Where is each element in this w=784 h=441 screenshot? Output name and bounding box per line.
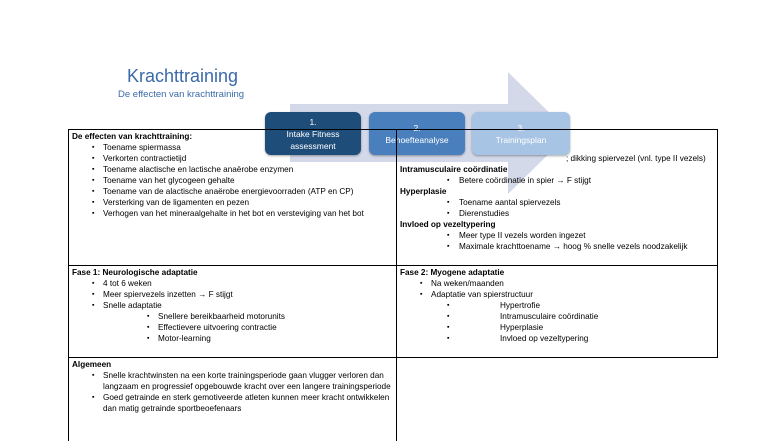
page-subtitle: De effecten van krachttraining bbox=[118, 89, 245, 100]
list-item: Verkorten contractietijd bbox=[72, 153, 393, 164]
general-heading: Algemeen bbox=[72, 360, 112, 369]
list-item: Toename van de alactische anaërobe energ… bbox=[72, 186, 393, 197]
hypertrophy-partial-line: ; dikking spiervezel (vnl. type II vezel… bbox=[566, 154, 706, 163]
effects-list: Toename spiermassa Verkorten contractiet… bbox=[72, 142, 393, 219]
list-item: Intramusculaire coördinatie bbox=[400, 311, 714, 322]
effects-heading: De effecten van krachttraining: bbox=[72, 132, 193, 141]
page-title: Krachttraining bbox=[127, 66, 239, 86]
list-item: Na weken/maanden bbox=[400, 278, 714, 289]
list-item: Snelle adaptatie bbox=[72, 300, 393, 311]
process-step-training-plan[interactable]: 3. Trainingsplan bbox=[472, 112, 570, 155]
general-cell: Algemeen Snelle krachtwinsten na een kor… bbox=[68, 357, 397, 441]
list-item: Hypertrofie bbox=[400, 300, 714, 311]
list-item: Motor-learning bbox=[72, 333, 393, 344]
list-item: Effectievere uitvoering contractie bbox=[72, 322, 393, 333]
list-item: Dierenstudies bbox=[400, 208, 714, 219]
list-item: Snellere bereikbaarheid motorunits bbox=[72, 311, 393, 322]
phase1-cell: Fase 1: Neurologische adaptatie 4 tot 6 … bbox=[68, 265, 397, 358]
content-table: De effecten van krachttraining: Toename … bbox=[68, 129, 718, 441]
hyperplasia-heading: Hyperplasie bbox=[400, 187, 447, 196]
list-item: Toename van het glycogeen gehalte bbox=[72, 175, 393, 186]
phase2-cell: Fase 2: Myogene adaptatie Na weken/maand… bbox=[396, 265, 718, 358]
list-item: Invloed op vezeltypering bbox=[400, 333, 714, 344]
list-item: 4 tot 6 weken bbox=[72, 278, 393, 289]
list-item: Toename spiermassa bbox=[72, 142, 393, 153]
list-item: Goed getrainde en sterk gemotiveerde atl… bbox=[72, 392, 393, 414]
intra-heading: Intramusculaire coördinatie bbox=[400, 165, 508, 174]
list-item: Toename alactische en lactische anaërobe… bbox=[72, 164, 393, 175]
adaptations-detail-cell: ; dikking spiervezel (vnl. type II vezel… bbox=[396, 129, 718, 266]
fiber-type-heading: Invloed op vezeltypering bbox=[400, 220, 496, 229]
list-item: Toename aantal spiervezels bbox=[400, 197, 714, 208]
phase2-heading: Fase 2: Myogene adaptatie bbox=[400, 268, 505, 277]
list-item: Adaptatie van spierstructuur bbox=[400, 289, 714, 300]
effects-cell: De effecten van krachttraining: Toename … bbox=[68, 129, 397, 266]
list-item: Maximale krachttoename → hoog % snelle v… bbox=[400, 241, 714, 252]
phase1-heading: Fase 1: Neurologische adaptatie bbox=[72, 268, 198, 277]
list-item: Snelle krachtwinsten na een korte traini… bbox=[72, 370, 393, 392]
list-item: Meer spiervezels inzetten → F stijgt bbox=[72, 289, 393, 300]
list-item: Verhogen van het mineraalgehalte in het … bbox=[72, 208, 393, 219]
list-item: Hyperplasie bbox=[400, 322, 714, 333]
list-item: Versterking van de ligamenten en pezen bbox=[72, 197, 393, 208]
list-item: Betere coördinatie in spier → F stijgt bbox=[400, 175, 714, 186]
list-item: Meer type II vezels worden ingezet bbox=[400, 230, 714, 241]
